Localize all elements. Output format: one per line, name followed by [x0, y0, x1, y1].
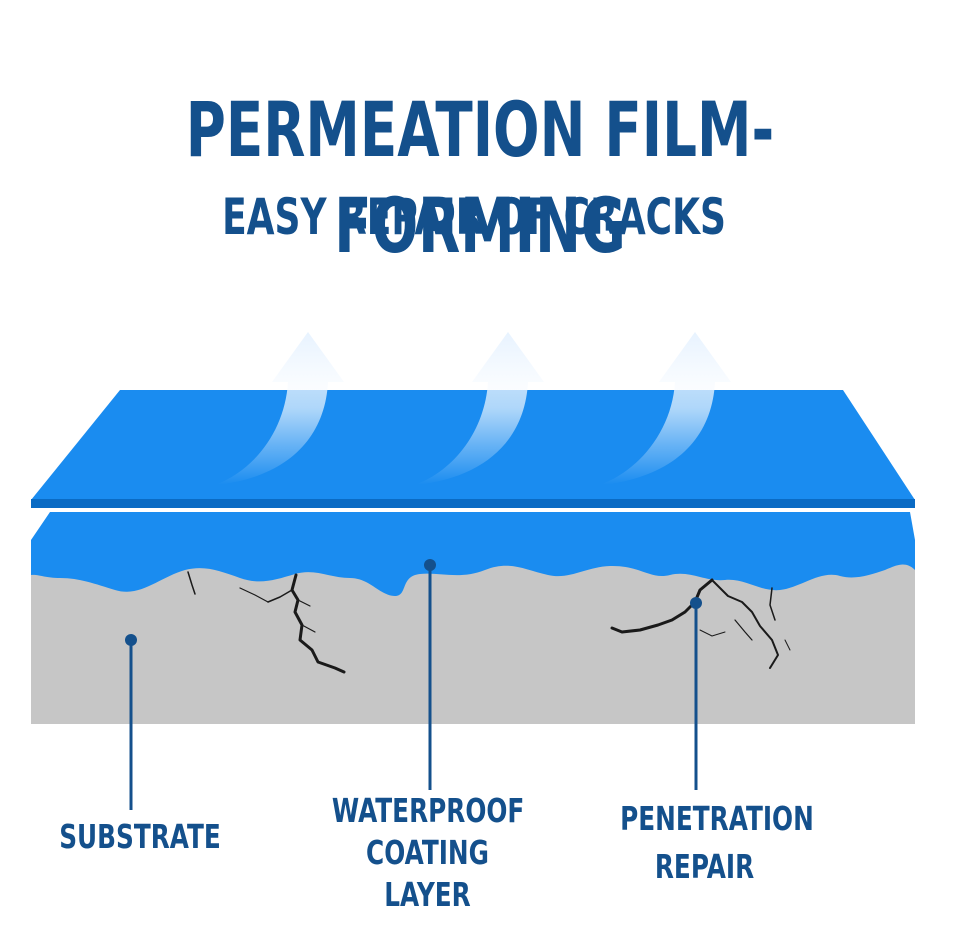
callouts [125, 559, 702, 810]
up-curved-arrow-icon [415, 332, 544, 485]
page-title: PERMEATION FILM-FORMING [185, 85, 775, 270]
label-substrate: SUBSTRATE [59, 817, 221, 856]
coating-layer [31, 512, 915, 596]
callout-dot-coating [424, 559, 436, 571]
cracks-left [187, 571, 346, 674]
up-curved-arrow-icons [215, 332, 731, 485]
up-curved-arrow-icon [215, 332, 344, 485]
callout-dot-substrate [125, 634, 137, 646]
up-curved-arrow-icon [600, 332, 731, 485]
callout-dot-repair [690, 597, 702, 609]
film-sheet-edge [31, 499, 915, 508]
label-coating-layer: WATERPROOF COATING LAYER [331, 791, 525, 914]
cracks-right [610, 578, 791, 669]
page-subtitle: EASY REPAIR OF CRACKS [222, 188, 726, 246]
label-penetration-repair: PENETRATION REPAIR [620, 799, 814, 886]
